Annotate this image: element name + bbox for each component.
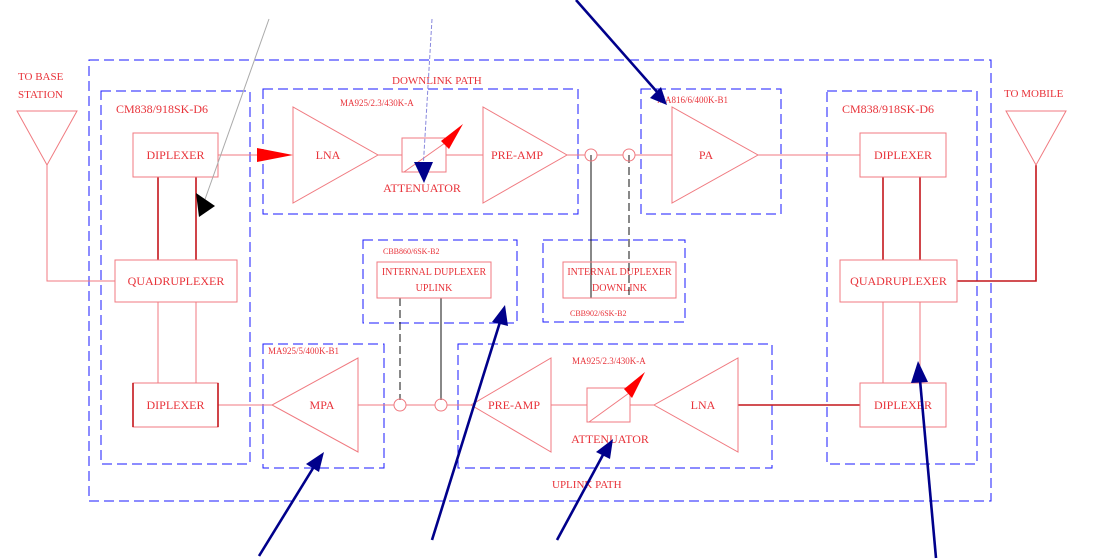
right-diplexer-top: DIPLEXER — [859, 132, 947, 178]
svg-text:UPLINK: UPLINK — [416, 283, 453, 294]
downlink-preamp: PRE-AMP — [482, 106, 569, 204]
svg-text:MA816/6/400K-B1: MA816/6/400K-B1 — [657, 95, 728, 105]
pointer-line — [202, 18, 270, 206]
left-quadruplexer: QUADRUPLEXER — [114, 259, 238, 303]
svg-text:DOWNLINK PATH: DOWNLINK PATH — [392, 75, 482, 87]
pointer-arrowhead-icon — [911, 361, 928, 383]
uplink-ma-module-border — [457, 343, 773, 469]
svg-text:CM838/918SK-D6: CM838/918SK-D6 — [842, 102, 934, 116]
internal-duplexer-uplink: INTERNAL DUPLEXER UPLINK — [376, 261, 492, 299]
pointer-line — [257, 464, 317, 557]
svg-text:CBB860/6SK-B2: CBB860/6SK-B2 — [383, 247, 439, 256]
svg-text:LNA: LNA — [691, 398, 716, 412]
signal-connections — [46, 148, 1037, 412]
downlink-attenuator: ATTENUATOR — [383, 124, 463, 195]
svg-text:PRE-AMP: PRE-AMP — [488, 398, 540, 412]
base-station-antenna — [16, 110, 78, 167]
svg-text:MPA: MPA — [310, 398, 335, 412]
uplink-mpa: MPA — [270, 357, 359, 453]
pa-module-border — [640, 88, 782, 215]
cbb-uplink-module-border — [362, 239, 518, 324]
pointer-line — [918, 379, 938, 559]
svg-text:DIPLEXER: DIPLEXER — [874, 398, 932, 412]
mobile-antenna — [1005, 110, 1067, 167]
cbb-downlink-module-border — [542, 239, 686, 323]
svg-text:ATTENUATOR: ATTENUATOR — [383, 181, 461, 195]
svg-text:PRE-AMP: PRE-AMP — [491, 148, 543, 162]
pointer-arrowhead-icon — [650, 87, 667, 105]
pointer-arrowhead-icon — [196, 193, 215, 217]
uplink-preamp: PRE-AMP — [470, 357, 552, 453]
svg-text:MA925/5/400K-B1: MA925/5/400K-B1 — [268, 346, 339, 356]
black-connections — [399, 155, 630, 400]
uplink-lna: LNA — [652, 357, 739, 453]
svg-text:QUADRUPLEXER: QUADRUPLEXER — [128, 274, 225, 288]
svg-text:CBB902/6SK-B2: CBB902/6SK-B2 — [570, 309, 626, 318]
signal-arrow-icon — [257, 148, 293, 162]
svg-text:CM838/918SK-D6: CM838/918SK-D6 — [116, 102, 208, 116]
attenuator-adjust-arrow — [624, 372, 645, 398]
svg-text:TO MOBILE: TO MOBILE — [1004, 88, 1064, 100]
svg-text:PA: PA — [699, 148, 714, 162]
pointer-arrowhead-icon — [492, 305, 508, 326]
pointer-line — [422, 18, 433, 171]
mpa-module-border — [262, 343, 385, 469]
annotation-pointers — [196, 0, 938, 559]
uplink-attenuator: ATTENUATOR — [571, 372, 649, 446]
pointer-line — [555, 452, 606, 541]
svg-text:INTERNAL DUPLEXER: INTERNAL DUPLEXER — [382, 267, 487, 278]
left-cm-module-border — [100, 90, 251, 465]
svg-text:DIPLEXER: DIPLEXER — [147, 398, 205, 412]
attenuator-adjust-arrow — [441, 124, 463, 149]
power-amplifier: PA — [671, 106, 760, 204]
pointer-arrowhead-icon — [596, 439, 613, 459]
internal-duplexer-downlink: INTERNAL DUPLEXER DOWNLINK — [562, 261, 677, 299]
right-cm-module-border — [826, 90, 978, 465]
svg-text:LNA: LNA — [316, 148, 341, 162]
pointer-line — [430, 321, 502, 541]
right-diplexer-bottom: DIPLEXER — [859, 382, 947, 428]
svg-text:QUADRUPLEXER: QUADRUPLEXER — [850, 274, 947, 288]
svg-text:MA925/2.3/430K-A: MA925/2.3/430K-A — [572, 356, 646, 366]
svg-text:DOWNLINK: DOWNLINK — [592, 283, 648, 294]
left-diplexer-bottom: DIPLEXER — [132, 382, 219, 428]
svg-text:TO BASE: TO BASE — [18, 71, 64, 83]
pointer-arrowhead-icon — [414, 162, 433, 183]
left-diplexer-top: DIPLEXER — [132, 132, 219, 178]
svg-text:INTERNAL DUPLEXER: INTERNAL DUPLEXER — [567, 267, 672, 278]
svg-text:MA925/2.3/430K-A: MA925/2.3/430K-A — [340, 98, 414, 108]
svg-text:DIPLEXER: DIPLEXER — [874, 148, 932, 162]
downlink-lna: LNA — [292, 106, 380, 204]
pointer-arrowhead-icon — [306, 452, 324, 472]
module-borders — [88, 59, 992, 502]
svg-text:DIPLEXER: DIPLEXER — [147, 148, 205, 162]
right-quadruplexer: QUADRUPLEXER — [839, 259, 958, 303]
svg-text:ATTENUATOR: ATTENUATOR — [571, 432, 649, 446]
svg-text:STATION: STATION — [18, 89, 63, 101]
diagram-labels: TO BASE STATION TO MOBILE DOWNLINK PATH … — [18, 71, 1064, 491]
pointer-line — [575, 0, 659, 94]
